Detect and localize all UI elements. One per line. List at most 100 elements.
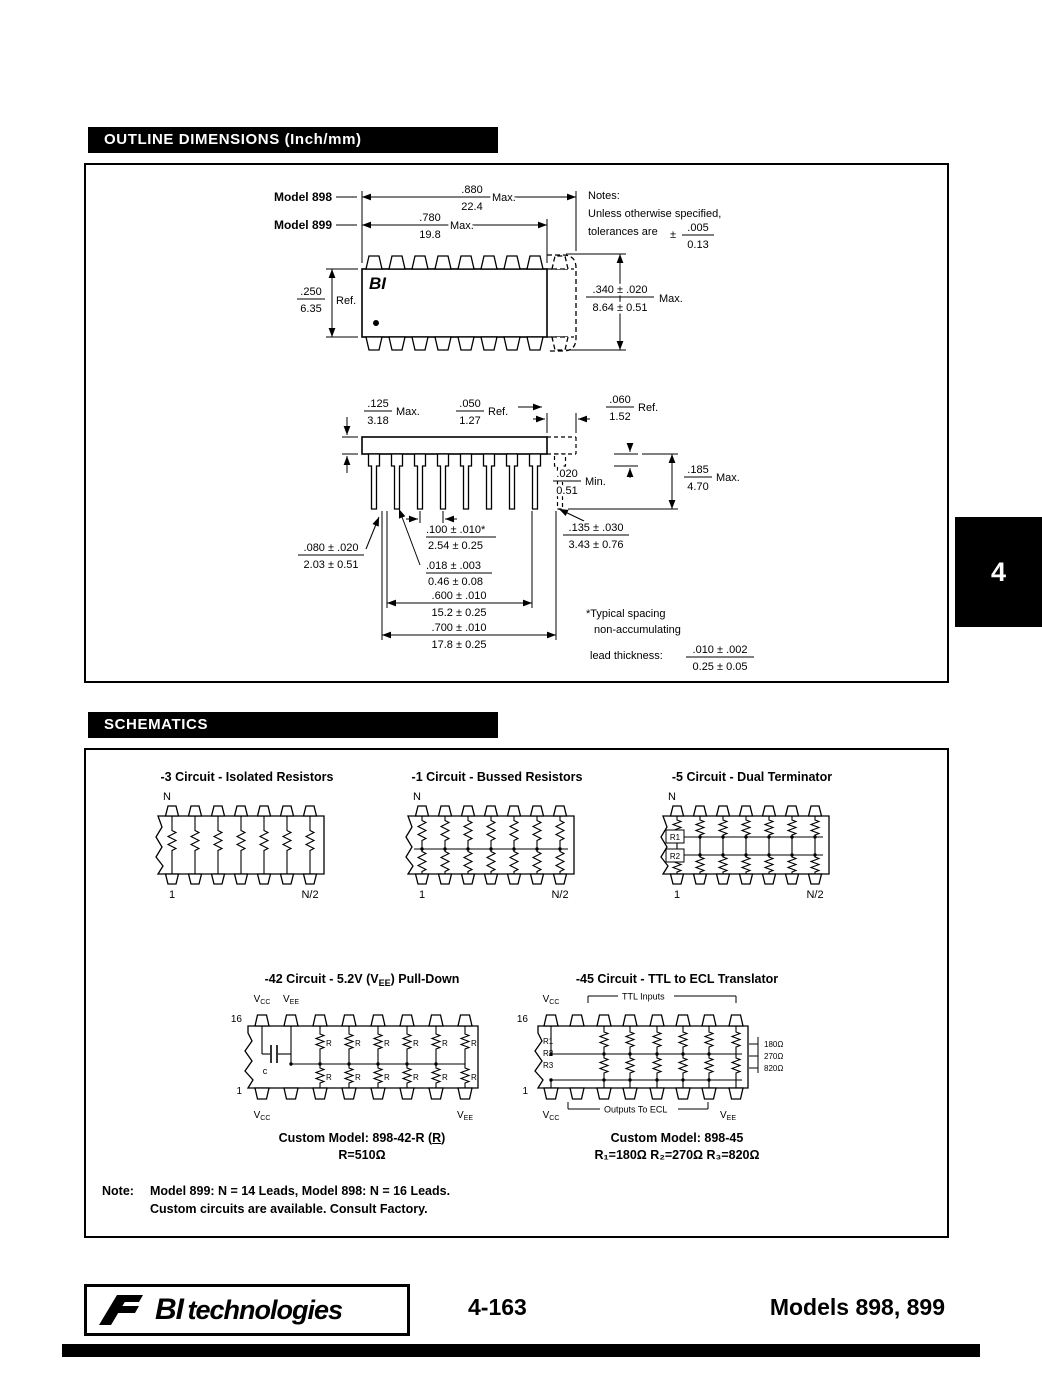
dim-700-lines	[381, 511, 557, 640]
page-number: 4-163	[468, 1294, 527, 1320]
dim-250-suffix: Ref.	[336, 295, 356, 307]
brand-logo-box: BI technologies	[84, 1284, 410, 1336]
dim-780-den: 19.8	[419, 229, 440, 241]
outline-drawing: BI .880 22.4 Max. .780 19.8	[274, 182, 754, 673]
outputs-label: Outputs To ECL	[604, 1105, 667, 1115]
dim-050-suffix: Ref.	[488, 406, 508, 418]
pin-n2-label: N/2	[806, 889, 823, 901]
model-898-label: Model 898	[274, 190, 332, 204]
note-line2: Custom circuits are available. Consult F…	[149, 1202, 428, 1216]
schematic-pulldown-title: -42 Circuit - 5.2V (VEE) Pull-Down	[264, 972, 460, 988]
pin-16-label: 16	[517, 1014, 529, 1025]
dim-250-den: 6.35	[300, 303, 321, 315]
dim-700-den: 17.8 ± 0.25	[432, 639, 487, 651]
dim-880-den: 22.4	[461, 201, 482, 213]
bussed-circuit	[405, 805, 575, 885]
dip-side-view-body	[361, 436, 548, 455]
outline-dimensions-panel: BI .880 22.4 Max. .780 19.8	[84, 163, 949, 683]
svg-text:R: R	[384, 1073, 390, 1082]
ttl-inputs-bracket	[587, 995, 737, 1003]
outline-dimensions-header: OUTLINE DIMENSIONS (Inch/mm)	[88, 127, 498, 153]
pin-n-label: N	[163, 791, 171, 803]
dim-125-suffix: Max.	[396, 406, 420, 418]
schematic-bussed-drawing: N	[405, 791, 575, 901]
r1-label: R1	[670, 833, 681, 842]
dim-340-suffix: Max.	[659, 293, 683, 305]
schematic-bussed-title: -1 Circuit - Bussed Resistors	[411, 770, 583, 784]
pin-1-label: 1	[236, 1086, 242, 1097]
lead-thickness-den: 0.25 ± 0.05	[693, 661, 748, 673]
schematics-panel: -3 Circuit - Isolated Resistors N	[84, 748, 949, 1238]
schematic-isolated: -3 Circuit - Isolated Resistors N	[137, 770, 357, 918]
dim-020-den: 0.51	[556, 485, 577, 497]
dim-100-den: 2.54 ± 0.25	[428, 540, 483, 552]
ohm-820-label: 820Ω	[764, 1064, 783, 1073]
typical-spacing-line1: *Typical spacing	[586, 608, 666, 620]
ohm-180-label: 180Ω	[764, 1040, 783, 1049]
svg-text:R: R	[442, 1073, 448, 1082]
dim-125-lines	[342, 410, 392, 473]
dim-018-num: .018 ± .003	[426, 560, 481, 572]
notes-plusminus: ±	[670, 229, 676, 241]
lead-thickness-num: .010 ± .002	[693, 644, 748, 656]
pin-n2-label: N/2	[301, 889, 318, 901]
translator-caption: Custom Model: 898-45	[610, 1131, 744, 1145]
dim-020-lines	[553, 443, 638, 482]
dim-880-suffix: Max.	[492, 192, 516, 204]
schematic-translator-title: -45 Circuit - TTL to ECL Translator	[575, 972, 779, 986]
notes-line2: tolerances are	[588, 226, 658, 238]
translator-circuit	[534, 1014, 759, 1100]
model-899-label: Model 899	[274, 218, 332, 232]
pulldown-caption: Custom Model: 898-42-R (R)	[278, 1131, 446, 1145]
capacitor-label: c	[263, 1066, 268, 1076]
dim-050-num: .050	[459, 398, 480, 410]
dim-185-den: 4.70	[687, 481, 708, 493]
dim-020-suffix: Min.	[585, 476, 606, 488]
notes-line1: Unless otherwise specified,	[588, 208, 721, 220]
typical-spacing-line2: non-accumulating	[594, 624, 681, 636]
models-label: Models 898, 899	[769, 1294, 945, 1320]
dip-side-pins	[367, 453, 542, 510]
dim-060-suffix: Ref.	[638, 402, 658, 414]
svg-text:R: R	[384, 1039, 390, 1048]
dim-250-lines	[297, 268, 358, 338]
dim-135-leader	[558, 508, 585, 522]
dim-100-lines	[406, 511, 496, 538]
schematic-pulldown: -42 Circuit - 5.2V (VEE) Pull-Down VCC V…	[212, 972, 512, 1164]
schematics-note: Note: Model 899: N = 14 Leads, Model 898…	[102, 1182, 450, 1218]
dim-080-den: 2.03 ± 0.51	[304, 559, 359, 571]
translator-caption2: R₁=180Ω R₂=270Ω R₃=820Ω	[594, 1148, 760, 1162]
pin-n-label: N	[413, 791, 421, 803]
pin-n2-label: N/2	[551, 889, 568, 901]
dim-135-num: .135 ± .030	[569, 522, 624, 534]
pin-1-label: 1	[674, 889, 680, 901]
vcc-top-label: VCC	[543, 994, 560, 1006]
dim-600-lines	[386, 511, 533, 608]
dim-600-num: .600 ± .010	[432, 590, 487, 602]
bi-logo-icon	[99, 1295, 143, 1325]
schematic-translator: -45 Circuit - TTL to ECL Translator VCC …	[507, 972, 847, 1164]
note-line1: Model 899: N = 14 Leads, Model 898: N = …	[149, 1184, 451, 1198]
svg-text:R: R	[413, 1073, 419, 1082]
vcc-bottom-label: VCC	[543, 1110, 560, 1122]
note-lines: Model 899: N = 14 Leads, Model 898: N = …	[150, 1182, 450, 1218]
dim-100-num: .100 ± .010*	[426, 524, 486, 536]
r2-label: R2	[543, 1049, 554, 1058]
chip-logo: BI	[369, 274, 387, 293]
svg-text:R: R	[355, 1039, 361, 1048]
bottom-rule	[62, 1344, 980, 1357]
dashed-extension-side-view	[547, 436, 577, 510]
vee-top-label: VEE	[283, 994, 299, 1006]
dim-185-lines	[568, 453, 712, 510]
schematic-dual-drawing: N	[660, 791, 830, 901]
dim-340-num: .340 ± .020	[593, 284, 648, 296]
svg-text:R: R	[326, 1073, 332, 1082]
r1-label: R1	[543, 1037, 554, 1046]
r3-label: R3	[543, 1061, 554, 1070]
notes-tol-num: .005	[687, 222, 708, 234]
dim-185-num: .185	[687, 464, 708, 476]
pulldown-circuit	[244, 1014, 479, 1100]
schematics-title: SCHEMATICS	[104, 716, 209, 733]
